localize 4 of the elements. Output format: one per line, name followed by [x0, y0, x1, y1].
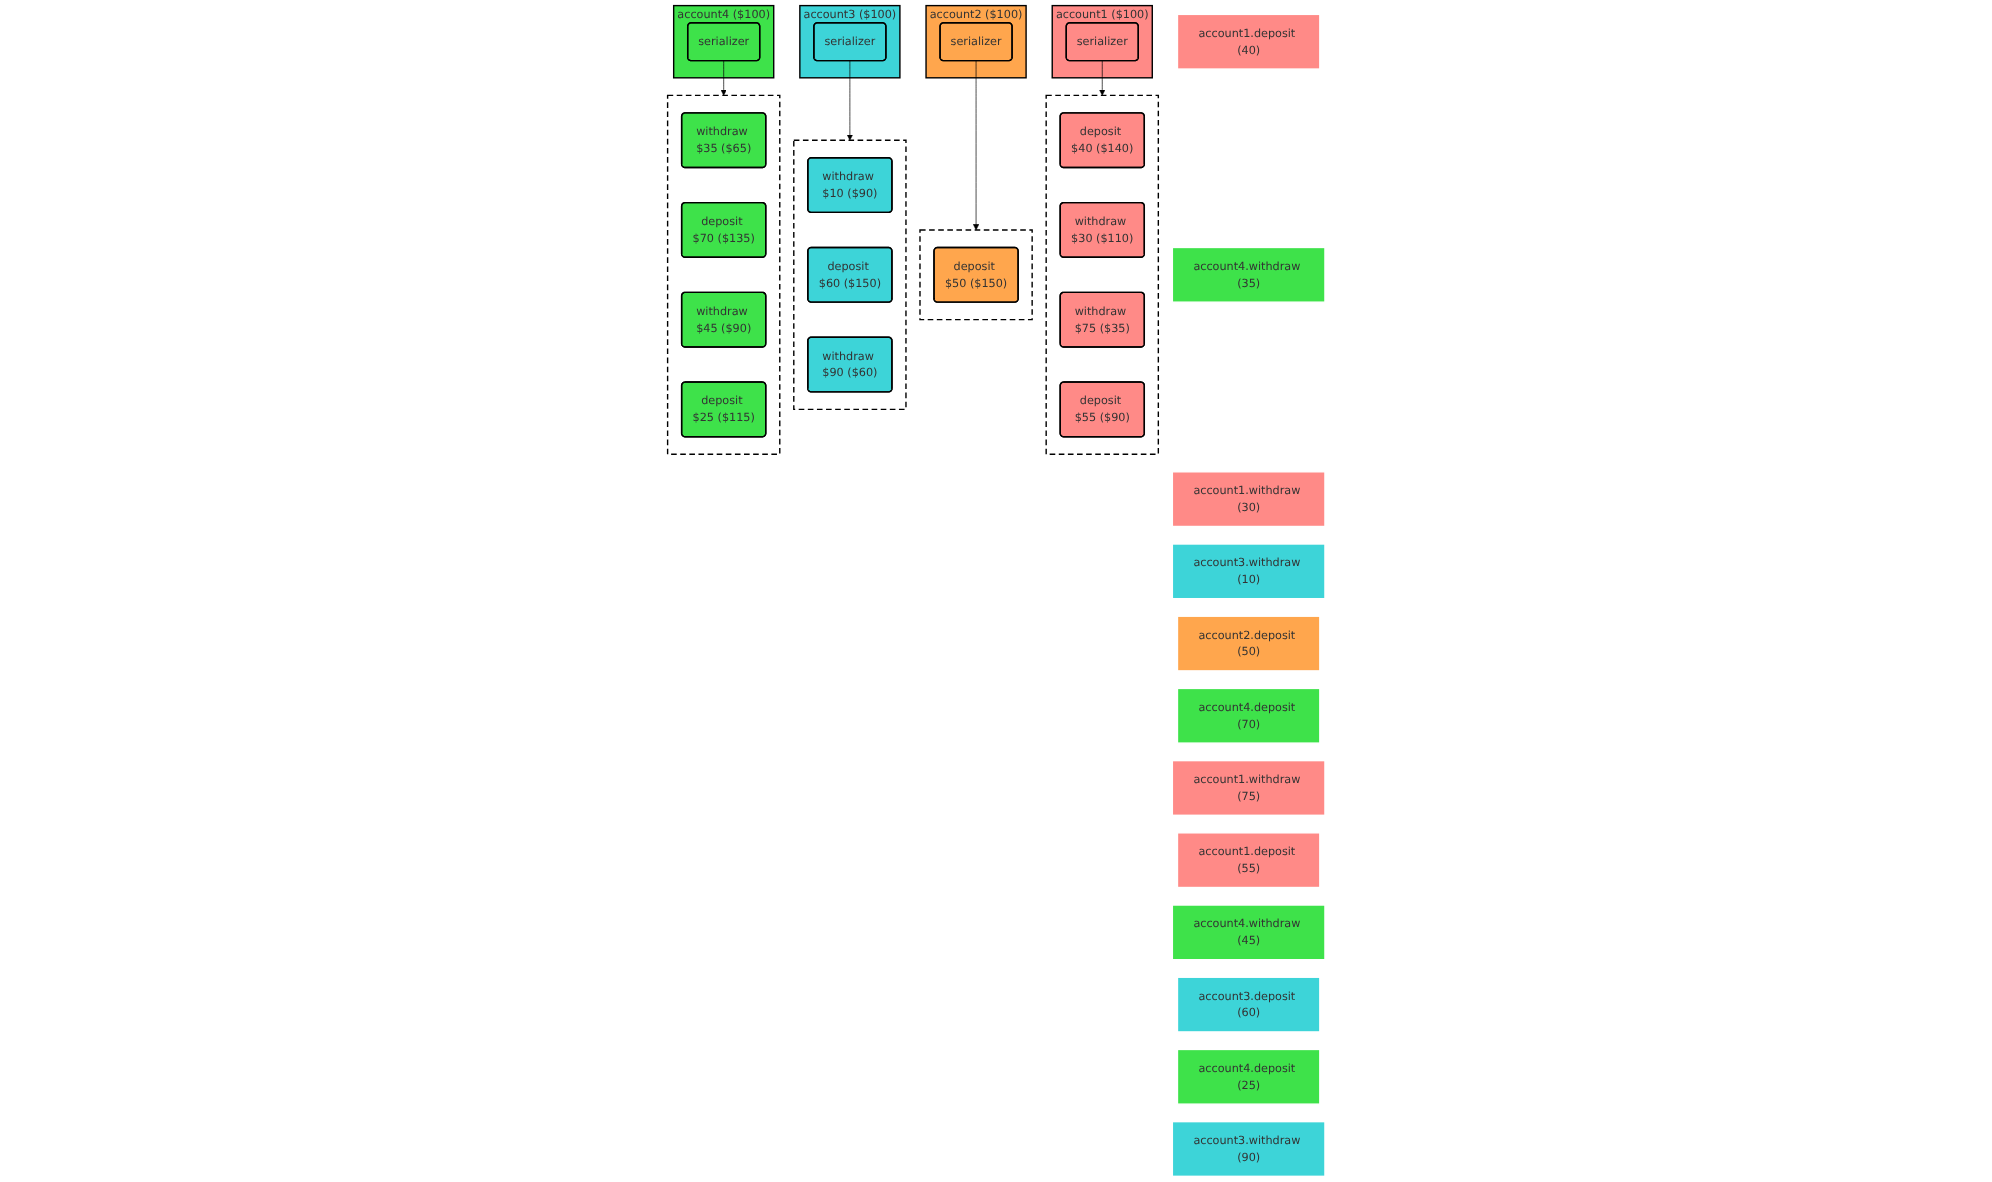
- cluster: [792, 139, 907, 411]
- cluster: [1045, 94, 1159, 455]
- cluster: [919, 229, 1033, 321]
- cluster: [666, 94, 781, 455]
